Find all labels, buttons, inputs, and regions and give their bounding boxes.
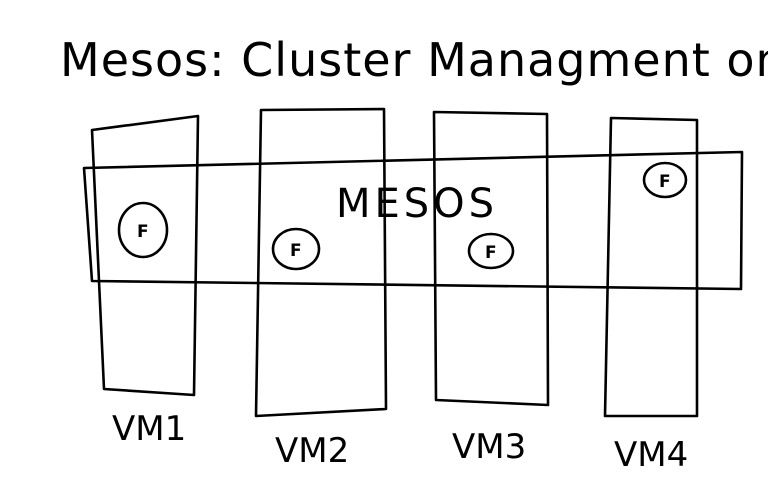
framework-label-4: F bbox=[659, 172, 671, 192]
framework-label-3: F bbox=[485, 243, 497, 263]
framework-label-2: F bbox=[290, 241, 302, 261]
mesos-layer-box bbox=[82, 150, 744, 291]
vm-label-3: VM3 bbox=[452, 427, 526, 467]
framework-label-1: F bbox=[137, 222, 149, 242]
framework-circle-1: F bbox=[117, 201, 169, 259]
mesos-layer-label: MESOS bbox=[336, 181, 498, 227]
diagram-title: Mesos: Cluster Managment on DC/OS bbox=[60, 33, 768, 87]
vm-label-2: VM2 bbox=[275, 431, 349, 471]
framework-circle-3: F bbox=[467, 232, 515, 270]
framework-circle-2: F bbox=[271, 227, 321, 271]
vm-label-4: VM4 bbox=[614, 435, 688, 475]
vm-box-4 bbox=[603, 116, 699, 418]
framework-circle-4: F bbox=[642, 161, 688, 199]
vm-box-1 bbox=[90, 114, 200, 397]
vm-label-1: VM1 bbox=[112, 409, 186, 449]
vm-box-3 bbox=[432, 110, 550, 407]
vm-box-2 bbox=[254, 107, 388, 418]
